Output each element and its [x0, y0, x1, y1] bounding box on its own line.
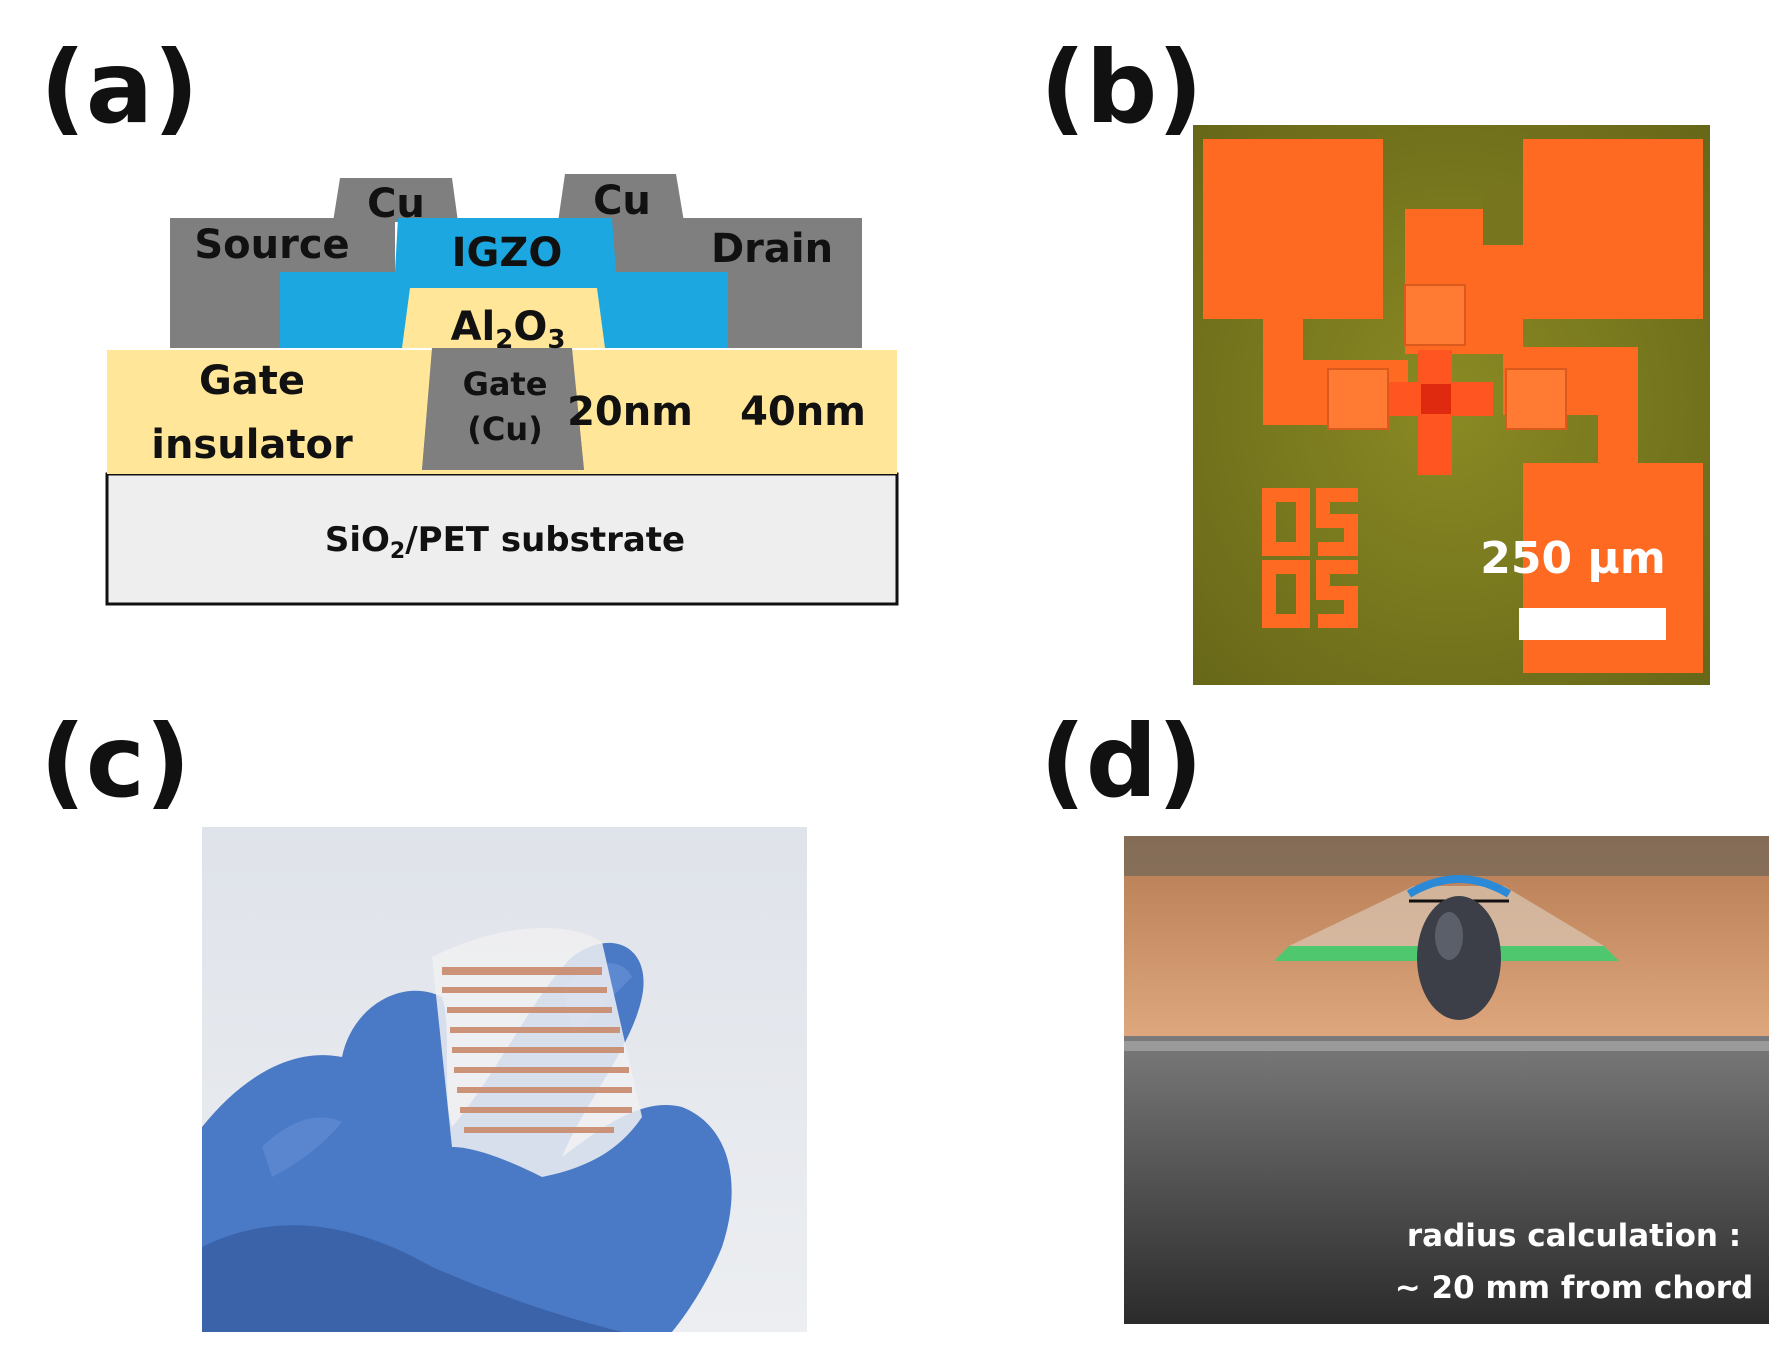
bending-arc: [1406, 875, 1512, 898]
gate-label-line1: Gate: [463, 365, 548, 403]
pad-top-left: [1203, 139, 1383, 319]
cu-contact-left: [333, 178, 458, 222]
igzo-label: IGZO: [452, 230, 563, 276]
chip-mark-05: [1262, 488, 1358, 628]
gate-electrode-top: [422, 352, 584, 470]
panel-label-d: (d): [1040, 703, 1203, 820]
al2o3-label: Al2O3: [451, 304, 566, 355]
pad-top-right: [1523, 139, 1703, 319]
cu-contact-right: [558, 174, 684, 222]
cu-right-label: Cu: [593, 178, 651, 224]
gate-insulator-label-line2: insulator: [151, 422, 353, 468]
annotation-line1: radius calculation :: [1407, 1218, 1741, 1254]
substrate-layer: [105, 472, 899, 606]
al2o3-layer: [402, 288, 605, 348]
annotation-line2: ~ 20 mm from chord: [1395, 1270, 1753, 1306]
device-micrograph: 250 µm: [1193, 125, 1710, 685]
gate-label-line2: (Cu): [467, 410, 543, 448]
thickness-40nm-label: 40nm: [740, 389, 866, 435]
drain-label: Drain: [711, 226, 833, 272]
gate-insulator-label-line1: Gate: [199, 358, 305, 404]
scale-bar-label: 250 µm: [1480, 533, 1665, 584]
bending-rod: [1417, 896, 1501, 1020]
source-label: Source: [194, 222, 349, 268]
substrate-label: SiO2/PET substrate: [325, 520, 685, 564]
bending-test-photo: radius calculation : ~ 20 mm from chord: [1124, 836, 1769, 1324]
panel-label-a: (a): [40, 29, 199, 146]
thickness-20nm-label: 20nm: [567, 389, 693, 435]
scale-bar: [1519, 608, 1666, 640]
panel-label-b: (b): [1040, 29, 1203, 146]
flexible-device-photo: [202, 827, 807, 1332]
panel-label-c: (c): [40, 703, 191, 820]
cu-left-label: Cu: [367, 181, 425, 227]
igzo-layer: [280, 218, 728, 348]
